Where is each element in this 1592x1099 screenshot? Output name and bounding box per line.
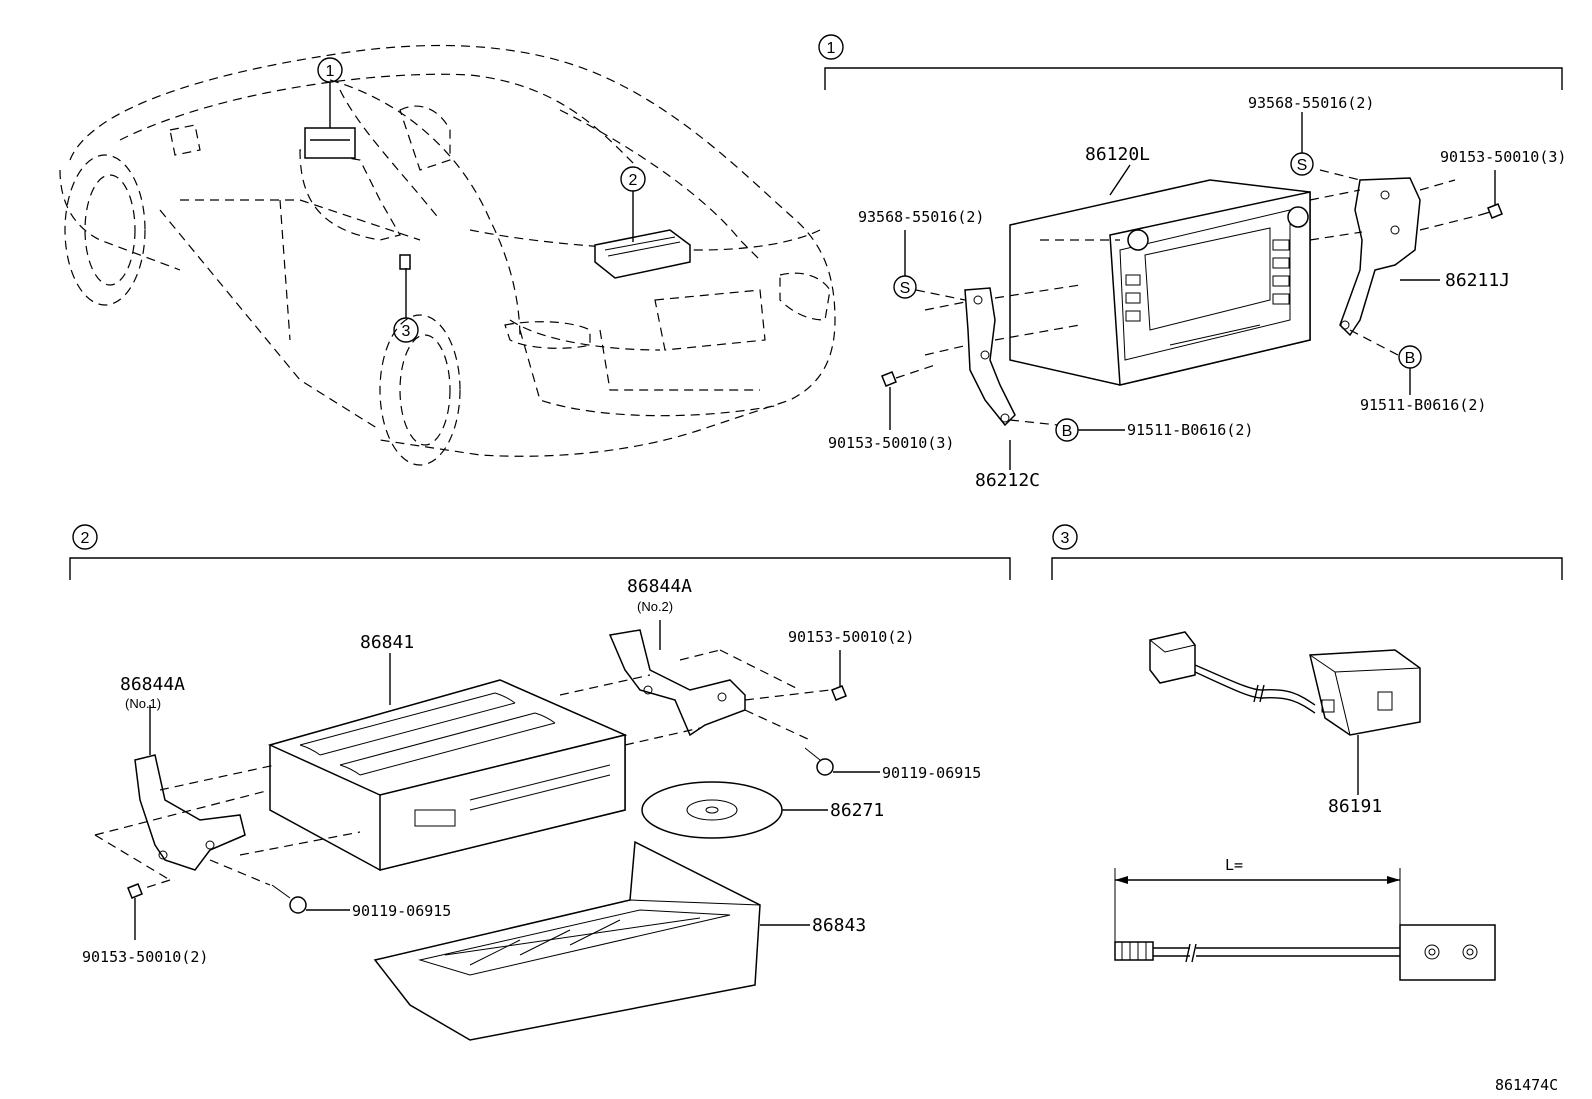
car-callout-1: 1	[317, 57, 343, 83]
cable-dimension-drawing	[1114, 868, 1496, 981]
label-no1: (No.1)	[125, 696, 161, 711]
label-93568-right: 93568-55016(2)	[1248, 94, 1374, 112]
label-90153-right: 90153-50010(3)	[1440, 148, 1566, 166]
label-dimension-l: L=	[1225, 856, 1243, 874]
screw-90153-s2-bottom	[127, 883, 143, 940]
label-93568-left: 93568-55016(2)	[858, 208, 984, 226]
figure-code: 861474C	[1495, 1076, 1558, 1094]
car-callout-2: 2	[620, 166, 646, 192]
label-86843: 86843	[812, 915, 866, 936]
nav-head-unit	[1009, 179, 1311, 386]
label-90153-s2-bottom: 90153-50010(2)	[82, 948, 208, 966]
section-1: 1 86120L	[818, 34, 1566, 491]
car-callout-3: 3	[393, 317, 419, 343]
car-aux-jack	[399, 254, 411, 270]
label-86844A-no1: 86844A	[120, 674, 185, 695]
bracket-86212C	[964, 287, 1016, 427]
label-91511-left: 91511-B0616(2)	[1127, 421, 1253, 439]
label-90153-s2-top: 90153-50010(2)	[788, 628, 914, 646]
label-90119-left: 90119-06915	[352, 902, 451, 920]
section-3-bracket	[1051, 557, 1563, 580]
label-86271: 86271	[830, 800, 884, 821]
section-2: 2 86841 8684	[69, 524, 1011, 1041]
screw-90153-left	[881, 364, 936, 430]
label-86120L: 86120L	[1085, 144, 1150, 165]
section-2-number: 2	[81, 530, 90, 547]
leader-86120L	[1109, 164, 1131, 196]
car-callout-1-label: 1	[326, 63, 335, 80]
label-86841: 86841	[360, 632, 414, 653]
bracket-86844A-no2	[608, 629, 746, 737]
label-86191: 86191	[1328, 796, 1382, 817]
label-91511-right: 91511-B0616(2)	[1360, 396, 1486, 414]
label-86211J: 86211J	[1445, 270, 1510, 291]
label-86844A-no2: 86844A	[627, 576, 692, 597]
car-callout-2-label: 2	[629, 172, 638, 189]
section-1-number: 1	[827, 40, 836, 57]
bolt-90119-left	[271, 884, 350, 914]
label-90153-left: 90153-50010(3)	[828, 434, 954, 452]
symbol-s-right-label: S	[1297, 157, 1308, 174]
car-callout-3-label: 3	[402, 323, 411, 340]
symbol-b-right-label: B	[1405, 350, 1416, 367]
symbol-s-left-label: S	[900, 280, 911, 297]
car-nav-unit	[304, 127, 356, 159]
section-3-number: 3	[1061, 530, 1070, 547]
label-86212C: 86212C	[975, 470, 1040, 491]
car-changer-unit	[594, 229, 691, 279]
label-no2: (No.2)	[637, 599, 673, 614]
bolt-90119-right	[804, 747, 880, 776]
symbol-b-left-label: B	[1062, 423, 1073, 440]
cd-disc-86271	[641, 781, 828, 839]
section-1-bracket	[824, 67, 1563, 90]
aux-cable-86191	[1149, 631, 1421, 795]
cd-changer-86841	[267, 679, 628, 871]
screw-90153-s2-top	[831, 650, 847, 701]
section-2-bracket	[69, 557, 1011, 580]
tray-86843	[373, 840, 810, 1041]
section-3: 3 86191	[1051, 524, 1563, 981]
screw-90153-right	[1479, 170, 1503, 219]
car-illustration	[59, 44, 836, 466]
bracket-86211J	[1339, 177, 1421, 337]
bracket-86844A-no1	[134, 754, 246, 871]
label-90119-right: 90119-06915	[882, 764, 981, 782]
